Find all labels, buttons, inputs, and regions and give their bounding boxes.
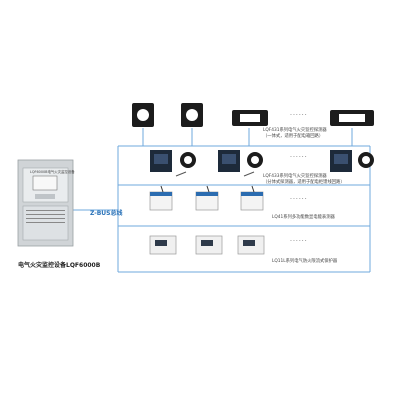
ellipsis-row-1: ......	[290, 110, 308, 117]
detector-panel-desc-2: （一体式，适用于配电箱回路）	[263, 134, 324, 139]
din-meter-icon	[195, 235, 223, 255]
detector-panel-row	[150, 150, 374, 177]
ellipsis-row-3: ......	[290, 194, 308, 201]
panel-detector-icon	[330, 150, 352, 172]
panel-detector-icon	[150, 150, 172, 172]
split-detector-icon	[240, 185, 264, 211]
controller-cabinet	[17, 159, 74, 247]
sensor-probes	[175, 171, 255, 177]
controller-caption: 电气火灾监控设备LQF6000B	[18, 262, 101, 269]
transformer-row	[132, 103, 374, 127]
bus-label: Z-BUS总线	[90, 210, 123, 217]
current-transformer-icon	[181, 103, 203, 127]
ring-transformer-icon	[180, 152, 196, 168]
ellipsis-row-2: ......	[290, 152, 308, 159]
protector-row	[149, 235, 265, 255]
detector-panel-desc-1: LQF431系列电气火灾监控探测器	[263, 128, 327, 133]
controller-screen	[32, 175, 58, 191]
multi-loop-desc: LQ41系列多功能数显电能表测器	[272, 215, 335, 220]
split-detector-row	[149, 185, 264, 211]
rectangular-transformer-icon	[330, 110, 374, 126]
din-meter-icon	[149, 235, 177, 255]
split-detector-icon	[149, 185, 173, 211]
din-meter-icon	[237, 235, 265, 255]
ring-transformer-icon	[358, 152, 374, 168]
panel-detector-icon	[218, 150, 240, 172]
protector-desc: LQ11L系列电气防火限流式保护器	[272, 259, 338, 264]
ellipsis-row-4: ......	[290, 236, 308, 243]
controller-panel-text: LQF6000B电气火灾监控设备	[30, 170, 75, 174]
current-transformer-icon	[132, 103, 154, 127]
ring-transformer-icon	[247, 152, 263, 168]
split-detector-icon	[195, 185, 219, 211]
bus-lines	[73, 128, 371, 273]
split-detector-desc-2: （分体式探测器，适用于配电柜馈线回路）	[263, 180, 345, 185]
controller-keypad	[35, 194, 55, 199]
rectangular-transformer-icon	[232, 110, 268, 126]
split-detector-desc-1: LQF433系列电气火灾监控探测器	[263, 174, 327, 179]
